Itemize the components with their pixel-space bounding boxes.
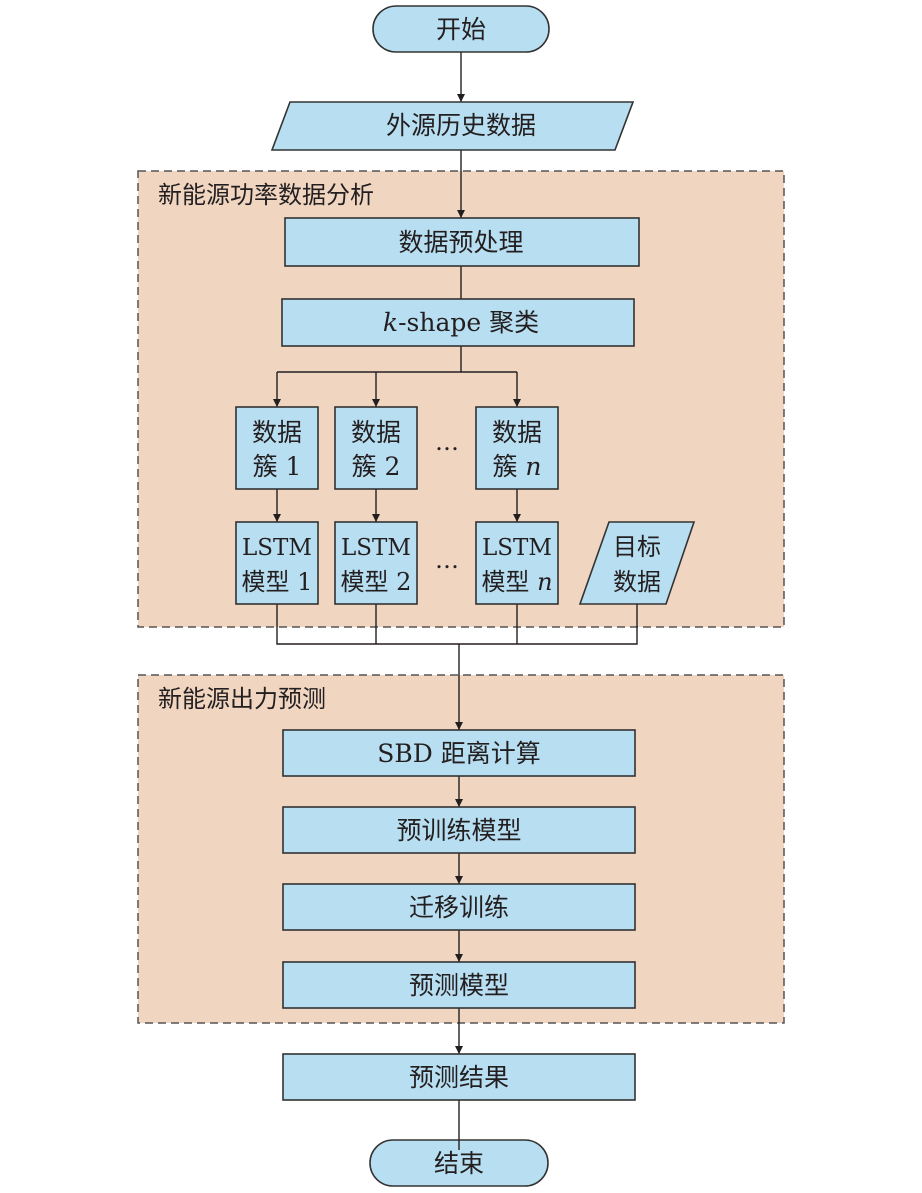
source-data-node: 外源历史数据	[270, 101, 635, 151]
pretrain-node: 预训练模型	[282, 806, 636, 854]
lstm-1-node: LSTM 模型 1	[235, 521, 319, 605]
svg-text:模型 1: 模型 1	[242, 568, 313, 596]
lstm-2-node: LSTM 模型 2	[334, 521, 418, 605]
svg-text:数据: 数据	[252, 418, 302, 447]
result-node: 预测结果	[282, 1053, 636, 1101]
svg-text:簇 1: 簇 1	[253, 452, 302, 481]
svg-text:数据: 数据	[351, 418, 401, 447]
svg-text:预训练模型: 预训练模型	[396, 816, 521, 845]
svg-text:目标: 目标	[613, 533, 661, 561]
svg-text:迁移训练: 迁移训练	[409, 893, 509, 922]
ellipsis-clusters: …	[435, 428, 459, 456]
svg-text:预测结果: 预测结果	[409, 1063, 509, 1092]
svg-text:模型 n: 模型 n	[481, 568, 552, 596]
svg-text:开始: 开始	[436, 15, 486, 44]
cluster-1-node: 数据 簇 1	[235, 406, 319, 490]
sbd-node: SBD 距离计算	[282, 729, 636, 777]
svg-text:数据预处理: 数据预处理	[398, 228, 523, 257]
svg-text:LSTM: LSTM	[341, 535, 411, 561]
cluster-2-node: 数据 簇 2	[334, 406, 418, 490]
ellipsis-models: …	[435, 546, 459, 574]
svg-text:外源历史数据: 外源历史数据	[386, 111, 536, 140]
svg-text:LSTM: LSTM	[482, 535, 552, 561]
start-node: 开始	[372, 5, 550, 53]
svg-text:数据: 数据	[613, 568, 661, 596]
svg-text:簇 n: 簇 n	[492, 452, 541, 481]
svg-text:簇 2: 簇 2	[352, 452, 401, 481]
svg-text:数据: 数据	[492, 418, 542, 447]
edge-merge-bus	[276, 604, 638, 645]
transfer-node: 迁移训练	[282, 883, 636, 931]
svg-text:LSTM: LSTM	[242, 535, 312, 561]
preprocess-node: 数据预处理	[284, 217, 640, 267]
panel-label: 新能源出力预测	[158, 685, 326, 713]
svg-text:k-shape 聚类: k-shape 聚类	[383, 308, 539, 337]
svg-text:结束: 结束	[434, 1149, 484, 1178]
svg-text:预测模型: 预测模型	[409, 971, 509, 1000]
edges	[273, 52, 638, 1150]
cluster-n-node: 数据 簇 n	[475, 406, 559, 490]
end-node: 结束	[369, 1139, 549, 1187]
svg-text:SBD 距离计算: SBD 距离计算	[377, 739, 541, 768]
target-data-node: 目标 数据	[578, 521, 696, 605]
lstm-n-node: LSTM 模型 n	[475, 521, 559, 605]
svg-text:模型 2: 模型 2	[341, 568, 412, 596]
kshape-node: k-shape 聚类	[281, 298, 635, 347]
predmodel-node: 预测模型	[282, 961, 636, 1009]
panel-label: 新能源功率数据分析	[158, 181, 374, 209]
